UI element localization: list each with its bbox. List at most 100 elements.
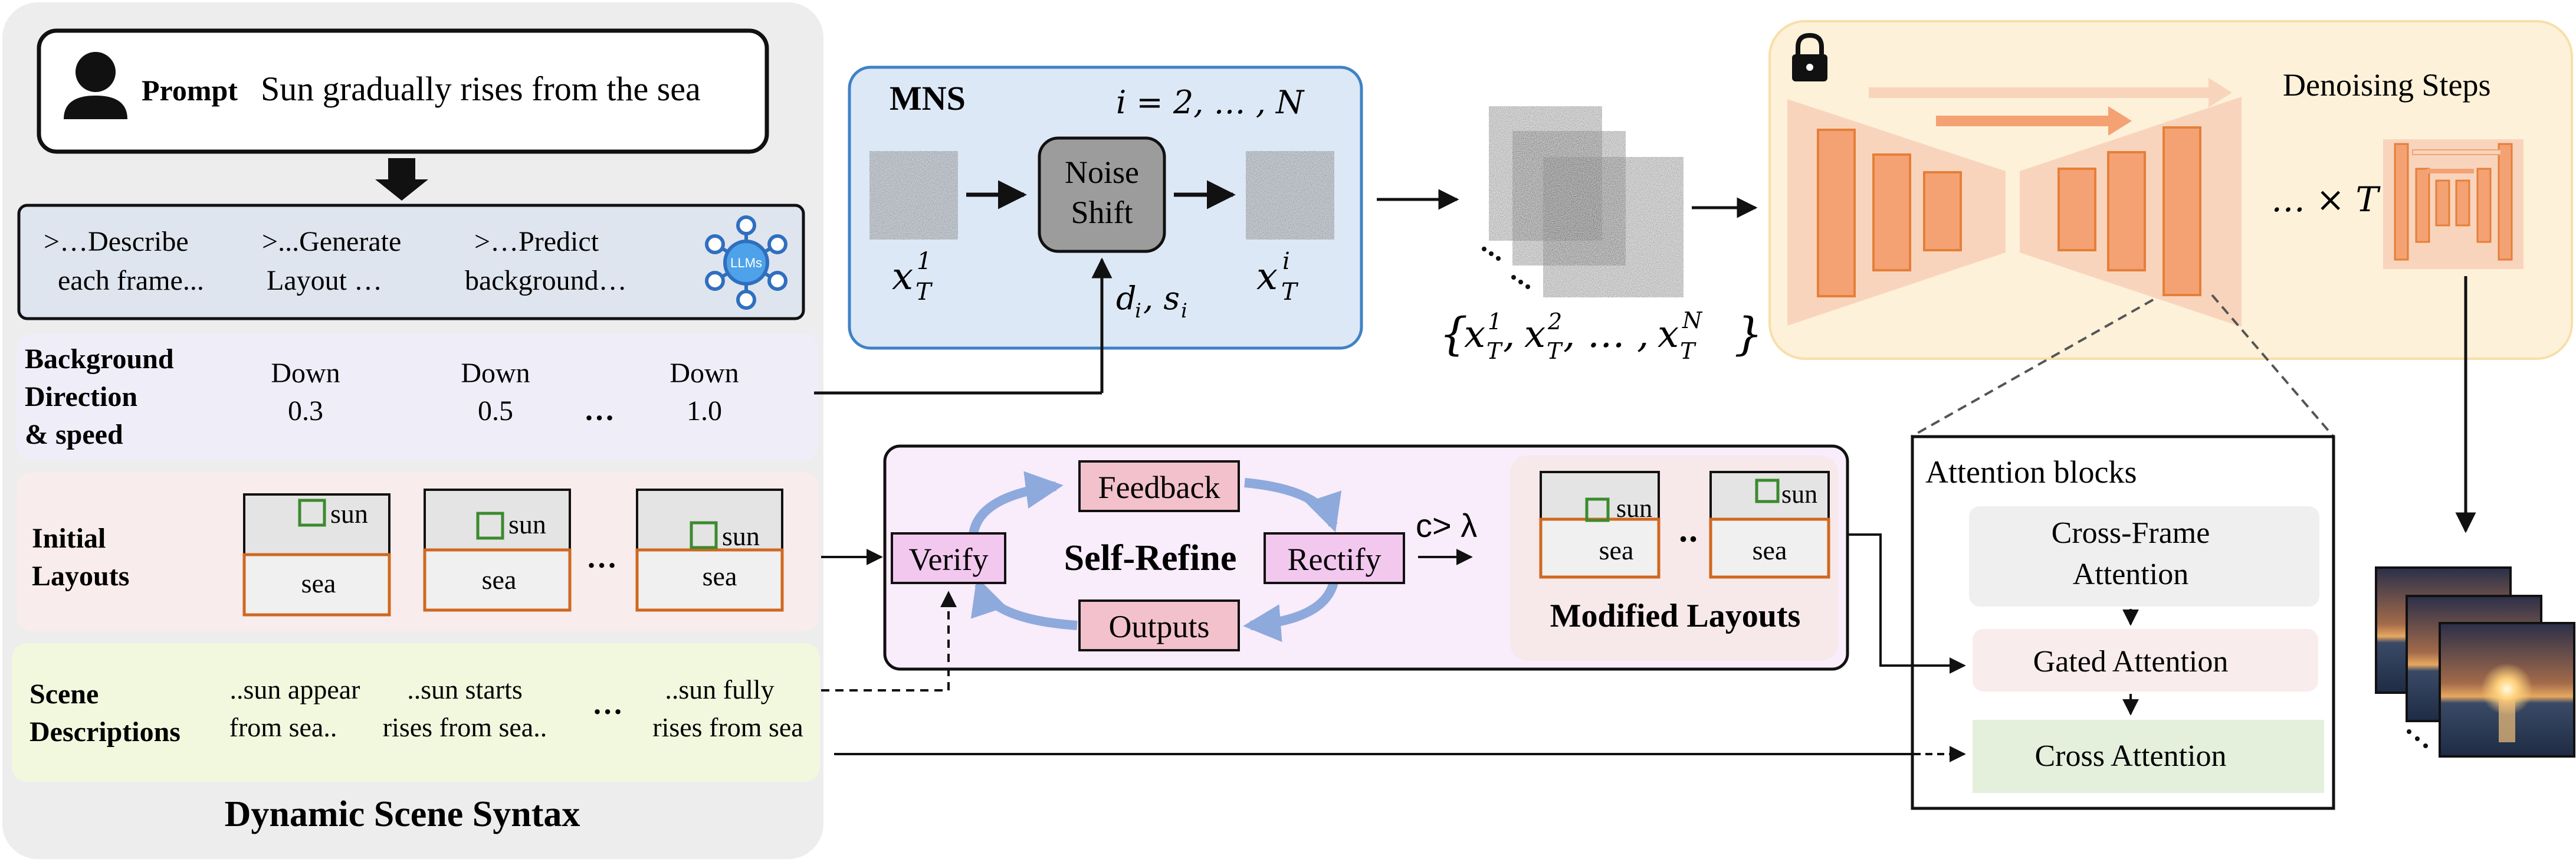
svg-text:T: T <box>1547 338 1563 364</box>
feedback-box <box>1078 460 1240 512</box>
sun-marker <box>690 521 718 549</box>
attention-title: Attention blocks <box>1925 454 2137 490</box>
background-row <box>17 333 819 460</box>
initial-layout-2: sun sea <box>423 489 572 612</box>
outputs-label: Outputs <box>1108 609 1209 644</box>
svg-text:background…: background… <box>465 265 627 296</box>
llm-network-icon <box>705 215 787 310</box>
self-refine-label: Self-Refine <box>1064 538 1237 578</box>
rectify-box <box>1264 532 1405 584</box>
sun-marker <box>298 499 326 527</box>
modified-layout-2: sun sea <box>1709 471 1830 579</box>
svg-text:sea: sea <box>1599 535 1634 565</box>
svg-text:, s: , s <box>1143 280 1180 317</box>
small-unet-icon <box>2383 139 2524 269</box>
noise-shift-label-1: Noise <box>1065 155 1139 190</box>
svg-text:rises from sea..: rises from sea.. <box>383 712 547 742</box>
svg-text:T: T <box>915 278 933 306</box>
svg-text:>...Generate: >...Generate <box>262 226 401 257</box>
svg-text:x: x <box>1256 255 1278 299</box>
prompt-label: Prompt <box>142 74 238 107</box>
svg-text:i: i <box>1282 248 1290 275</box>
output-video-frames <box>2375 566 2575 758</box>
rectify-label: Rectify <box>1288 542 1381 577</box>
lock-icon <box>1792 32 1827 81</box>
svg-text:Down: Down <box>461 358 530 389</box>
self-refine-panel: Feedback Verify Self-Refine Rectify Outp… <box>883 444 1849 671</box>
llm-instruction-box <box>17 204 805 320</box>
svg-text:Layout …: Layout … <box>267 265 382 296</box>
svg-text:d: d <box>1116 280 1137 317</box>
prompt-text: Sun gradually rises from the sea <box>261 70 701 108</box>
svg-text:each frame...: each frame... <box>58 265 204 296</box>
initial-layout-3: sun sea <box>635 489 784 612</box>
sun-marker <box>1585 497 1610 522</box>
svg-text:,: , <box>1503 313 1515 356</box>
initial-label-1: Initial <box>32 523 106 554</box>
down-arrow-icon <box>375 158 428 201</box>
svg-text:sea: sea <box>301 568 336 598</box>
svg-text:..sun starts: ..sun starts <box>407 674 523 705</box>
svg-text:x: x <box>1524 313 1545 356</box>
scene-label-1: Scene <box>29 679 99 710</box>
initial-ellipsis: … <box>586 541 617 575</box>
scene-item-1: ..sun appear from sea.. <box>229 674 360 742</box>
svg-text:..sun appear: ..sun appear <box>230 674 360 705</box>
svg-text:, … ,: , … , <box>1563 313 1649 356</box>
svg-text:..sun fully: ..sun fully <box>665 674 774 705</box>
scene-row <box>12 643 820 782</box>
noise-shift-label-2: Shift <box>1071 195 1133 230</box>
sun-glow <box>2481 663 2533 715</box>
di-si-label: d i , s i <box>1116 280 1187 323</box>
verify-box <box>891 532 1006 584</box>
modified-layout-1: sun sea <box>1539 471 1661 579</box>
scene-ellipsis: … <box>592 687 623 721</box>
initial-label-2: Layouts <box>32 561 129 592</box>
svg-text:x: x <box>1464 313 1485 356</box>
cross-attention-box <box>1973 720 2324 793</box>
noise-shift-box <box>1038 136 1166 253</box>
sun-marker <box>476 512 504 540</box>
llm-badge: LLMs <box>730 255 762 270</box>
dynamic-scene-syntax-panel: Prompt Sun gradually rises from the sea … <box>2 2 823 859</box>
gated-attention-label: Gated Attention <box>2033 645 2229 679</box>
scene-item-3: ..sun fully rises from sea <box>652 674 803 742</box>
cycle-arrow-bottom-right <box>1243 578 1339 642</box>
x-T-i-label: x i T <box>1256 248 1299 306</box>
svg-text:x: x <box>892 255 913 299</box>
cross-frame-box <box>1969 506 2319 607</box>
cross-frame-label-1: Cross-Frame <box>2052 516 2210 550</box>
x-T-1-label: x 1 T <box>892 248 933 306</box>
svg-text:T: T <box>1486 338 1503 364</box>
scene-label-2: Descriptions <box>29 716 181 748</box>
scene-item-2: ..sun starts rises from sea.. <box>383 674 547 742</box>
svg-text:x: x <box>1658 313 1679 356</box>
background-item-3: Down 1.0 <box>670 358 739 427</box>
cross-attention-label: Cross Attention <box>2034 739 2226 773</box>
svg-text:}: } <box>1734 307 1763 360</box>
noise-stack <box>1482 105 1685 299</box>
prompt-box <box>37 28 769 154</box>
mns-panel: MNS i = 2, … , N Noise Shift x 1 T x i T… <box>848 65 1363 393</box>
svg-text:Down: Down <box>271 358 340 389</box>
arrow-modified-to-gated <box>1847 533 1962 667</box>
gated-attention-box <box>1973 629 2318 692</box>
llm-instruction-3: >…Predict background… <box>465 226 627 296</box>
noise-set-label: { x 1 T , x 2 T , … , x N T } <box>1439 307 1763 364</box>
svg-text:sun: sun <box>508 509 546 539</box>
svg-text:N: N <box>1682 307 1703 333</box>
svg-text:sea: sea <box>703 561 737 591</box>
noise-image-output <box>1246 151 1334 240</box>
cross-frame-label-2: Attention <box>2073 558 2188 591</box>
svg-text:1: 1 <box>917 248 931 275</box>
threshold-condition: c> λ <box>1416 507 1477 544</box>
feedback-label: Feedback <box>1098 470 1220 505</box>
modified-layouts-title: Modified Layouts <box>1550 598 1801 634</box>
denoising-panel: Denoising Steps … × T <box>1768 20 2573 360</box>
svg-text:sun: sun <box>722 521 760 551</box>
svg-text:>…Predict: >…Predict <box>474 226 599 257</box>
initial-layouts-row <box>17 472 819 631</box>
denoising-times-T: … × T <box>2271 179 2381 219</box>
svg-text:sea: sea <box>1753 535 1787 565</box>
svg-text:T: T <box>1680 338 1696 364</box>
